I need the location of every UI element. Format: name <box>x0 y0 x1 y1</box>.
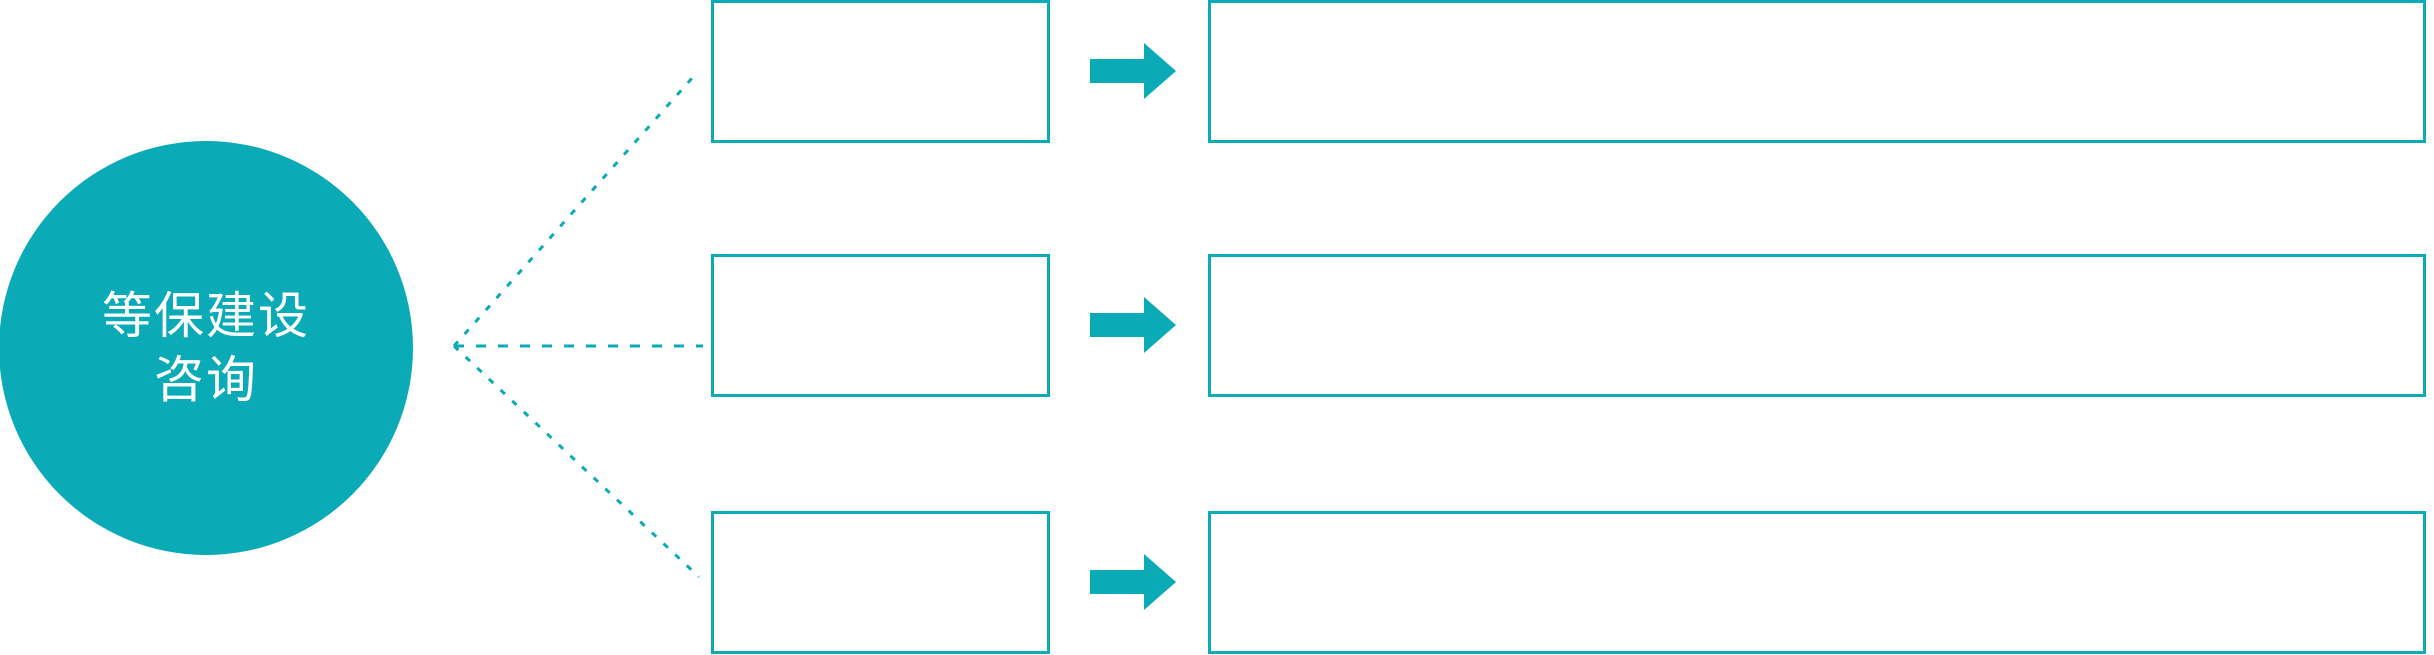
detail-box-1[interactable] <box>1208 0 2426 143</box>
connector-line-row-3 <box>452 344 701 579</box>
arrow-right-icon-2 <box>1090 297 1176 353</box>
arrow-right-icon-1 <box>1090 43 1176 99</box>
arrow-right-icon-3 <box>1090 554 1176 610</box>
connector-line-row-1 <box>452 76 695 347</box>
detail-box-2[interactable] <box>1208 254 2426 397</box>
stage-box-3[interactable] <box>711 511 1050 654</box>
hub-label: 等保建设 咨询 <box>102 288 310 408</box>
stage-box-1[interactable] <box>711 0 1050 143</box>
hub-circle[interactable]: 等保建设 咨询 <box>0 141 413 555</box>
stage-box-2[interactable] <box>711 254 1050 397</box>
detail-box-3[interactable] <box>1208 511 2426 654</box>
